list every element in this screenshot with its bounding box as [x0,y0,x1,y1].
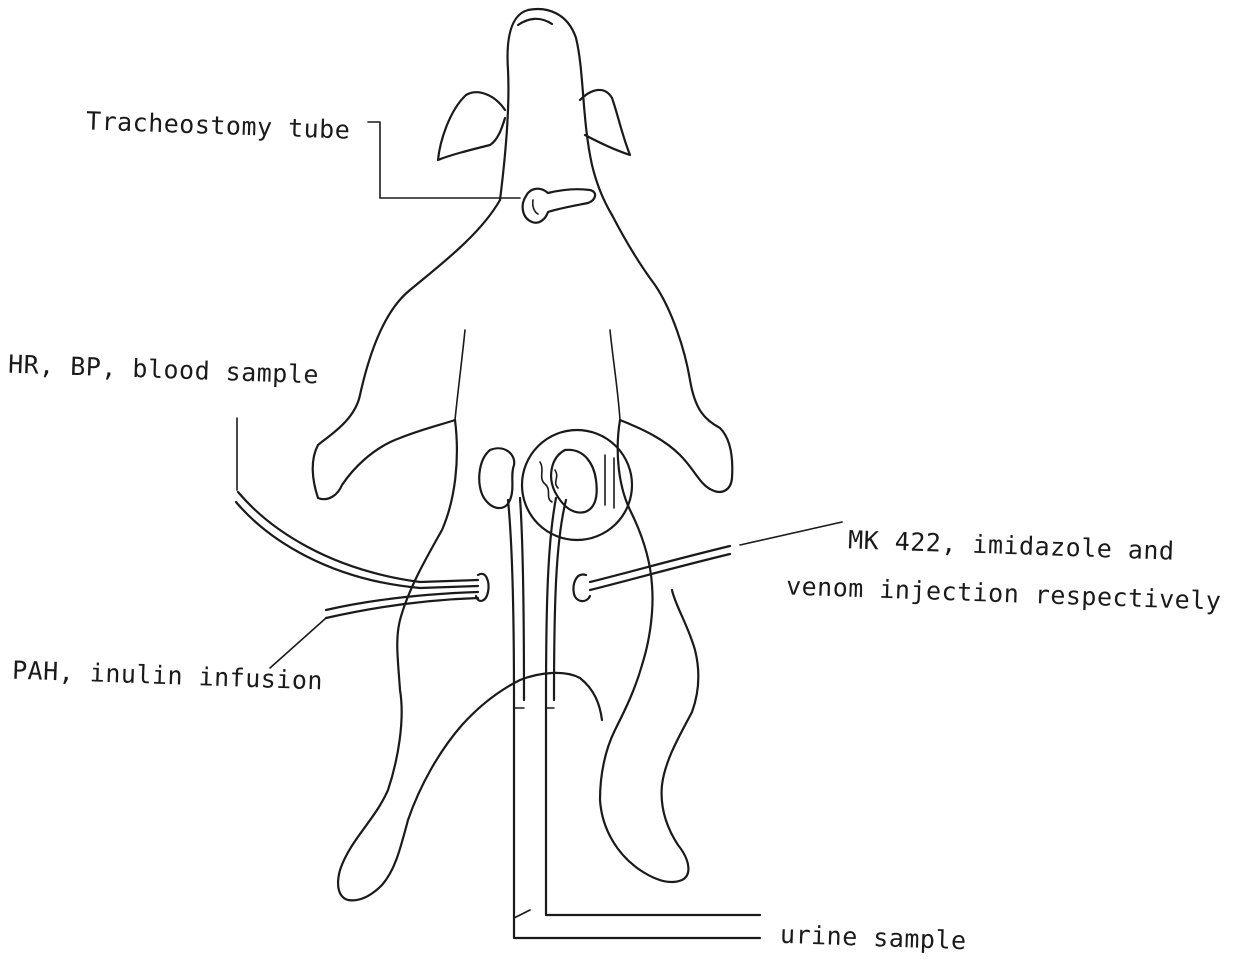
left-femoral-incision [476,574,489,601]
ureter-catheter-right-inner [554,500,566,700]
left-forelimb-fold [455,330,465,420]
left-torso-outline [313,200,500,499]
inner-leg-outline [520,673,602,720]
right-torso-outline [612,215,732,492]
venous-catheter [326,592,478,610]
catheter-break-marks [514,708,554,918]
injection-catheter-2 [590,554,730,590]
right-forelimb-fold [610,330,620,420]
right-kidney [551,450,597,513]
ureter-catheter-right-outer [546,498,760,915]
pah-leader [270,618,326,668]
injection-catheter [590,546,730,582]
arterial-catheter-2 [236,502,478,588]
left-flank-outline [338,420,520,900]
tracheostomy-tube-inner [533,200,538,214]
urine-sample-label: urine sample [779,919,967,957]
left-kidney [479,448,514,508]
tracheostomy-tube [523,189,595,223]
kidneys [479,430,632,540]
snout-tip [518,19,552,25]
right-femoral-incision [574,575,591,602]
right-kidney-lines [605,455,614,508]
left-ear [438,92,505,160]
animal-body-outline [313,9,733,900]
ureter-catheter-left-inner [520,498,524,700]
right-renal-vessels [540,462,558,502]
head-outline [500,9,612,215]
urine-catheters [508,498,760,938]
leader-lines [237,122,842,668]
mk-leader [740,522,842,545]
right-kidney-exposure-circle [522,430,632,540]
left-femoral-catheters [236,492,489,618]
